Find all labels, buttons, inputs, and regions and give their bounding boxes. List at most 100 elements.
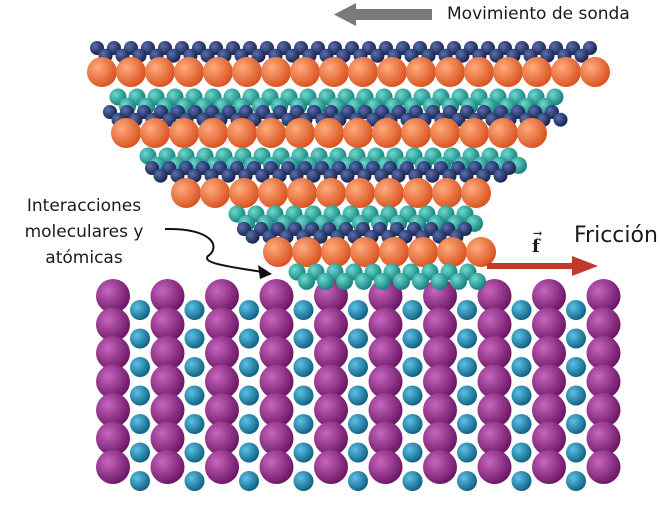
blue-atom (293, 357, 314, 377)
blue-atom (511, 471, 532, 491)
purple-atom (96, 336, 130, 370)
orange-atom (261, 57, 291, 87)
purple-atom (205, 421, 239, 456)
blue-atom (239, 300, 259, 320)
blue-atom (402, 357, 423, 377)
purple-atom (477, 307, 512, 342)
interactions-pointer-line (164, 227, 263, 273)
purple-atom (532, 393, 566, 427)
blue-atom (293, 471, 314, 491)
purple-atom (205, 393, 239, 427)
purple-atom (477, 421, 512, 456)
purple-atom (532, 336, 566, 370)
purple-atom (205, 279, 239, 313)
teal-atom (374, 272, 391, 290)
purple-atom (586, 421, 621, 456)
blue-atom (511, 328, 532, 349)
orange-atom (227, 118, 257, 148)
teal-atom (393, 272, 410, 290)
blue-atom (402, 385, 423, 406)
purple-atom (314, 307, 348, 342)
purple-atom (259, 307, 294, 342)
navy-atom (255, 168, 270, 183)
orange-atom (198, 118, 228, 148)
blue-atom (293, 442, 314, 463)
purple-atom (314, 393, 348, 427)
orange-atom (466, 237, 496, 267)
purple-atom (532, 421, 566, 456)
blue-atom (184, 328, 205, 349)
orange-atom (145, 57, 175, 87)
teal-atom (431, 272, 448, 290)
orange-atom (350, 237, 380, 267)
blue-atom (130, 442, 150, 463)
interactions-pointer-head (258, 265, 272, 279)
purple-atom (96, 421, 130, 456)
purple-atom (477, 279, 512, 313)
blue-atom (457, 414, 477, 434)
force-symbol-letter: f (532, 236, 540, 257)
orange-atom (116, 57, 146, 87)
blue-atom (184, 357, 205, 377)
teal-atom (450, 272, 467, 290)
blue-atom (239, 385, 259, 406)
orange-atom (229, 178, 259, 208)
orange-atom (488, 118, 518, 148)
orange-atom (430, 118, 460, 148)
orange-atom (493, 57, 523, 87)
purple-atom (586, 279, 621, 313)
blue-atom (457, 300, 477, 320)
orange-atom (203, 57, 233, 87)
purple-atom (368, 336, 403, 370)
purple-atom (368, 393, 403, 427)
navy-atom (251, 48, 266, 63)
purple-atom (423, 364, 457, 399)
purple-atom (96, 307, 130, 342)
orange-atom (522, 57, 552, 87)
orange-atom (374, 178, 404, 208)
blue-atom (566, 328, 586, 349)
orange-atom (292, 237, 322, 267)
blue-atom (511, 357, 532, 377)
blue-atom (130, 414, 150, 434)
blue-atom (130, 471, 150, 491)
purple-atom (96, 364, 130, 399)
blue-atom (348, 414, 368, 434)
purple-atom (423, 279, 457, 313)
purple-atom (423, 336, 457, 370)
purple-atom (314, 421, 348, 456)
blue-atom (566, 471, 586, 491)
blue-atom (184, 385, 205, 406)
orange-atom (263, 237, 293, 267)
orange-atom (432, 178, 462, 208)
purple-atom (150, 393, 185, 427)
purple-atom (586, 450, 621, 484)
blue-atom (239, 414, 259, 434)
purple-atom (532, 279, 566, 313)
navy-atom (166, 48, 181, 63)
navy-atom (574, 48, 589, 63)
blue-atom (402, 328, 423, 349)
purple-atom (477, 450, 512, 484)
purple-atom (368, 421, 403, 456)
purple-atom (150, 450, 185, 484)
purple-atom (96, 393, 130, 427)
purple-atom (259, 364, 294, 399)
navy-atom (489, 48, 504, 63)
orange-atom (285, 118, 315, 148)
blue-atom (239, 471, 259, 491)
purple-atom (314, 336, 348, 370)
blue-atom (511, 385, 532, 406)
orange-atom (406, 57, 436, 87)
orange-atom (319, 57, 349, 87)
orange-atom (372, 118, 402, 148)
purple-atom (586, 364, 621, 399)
blue-atom (511, 414, 532, 434)
blue-atom (348, 300, 368, 320)
blue-atom (457, 471, 477, 491)
blue-atom (130, 328, 150, 349)
orange-atom (87, 57, 117, 87)
purple-atom (423, 393, 457, 427)
blue-atom (348, 385, 368, 406)
orange-atom (435, 57, 465, 87)
